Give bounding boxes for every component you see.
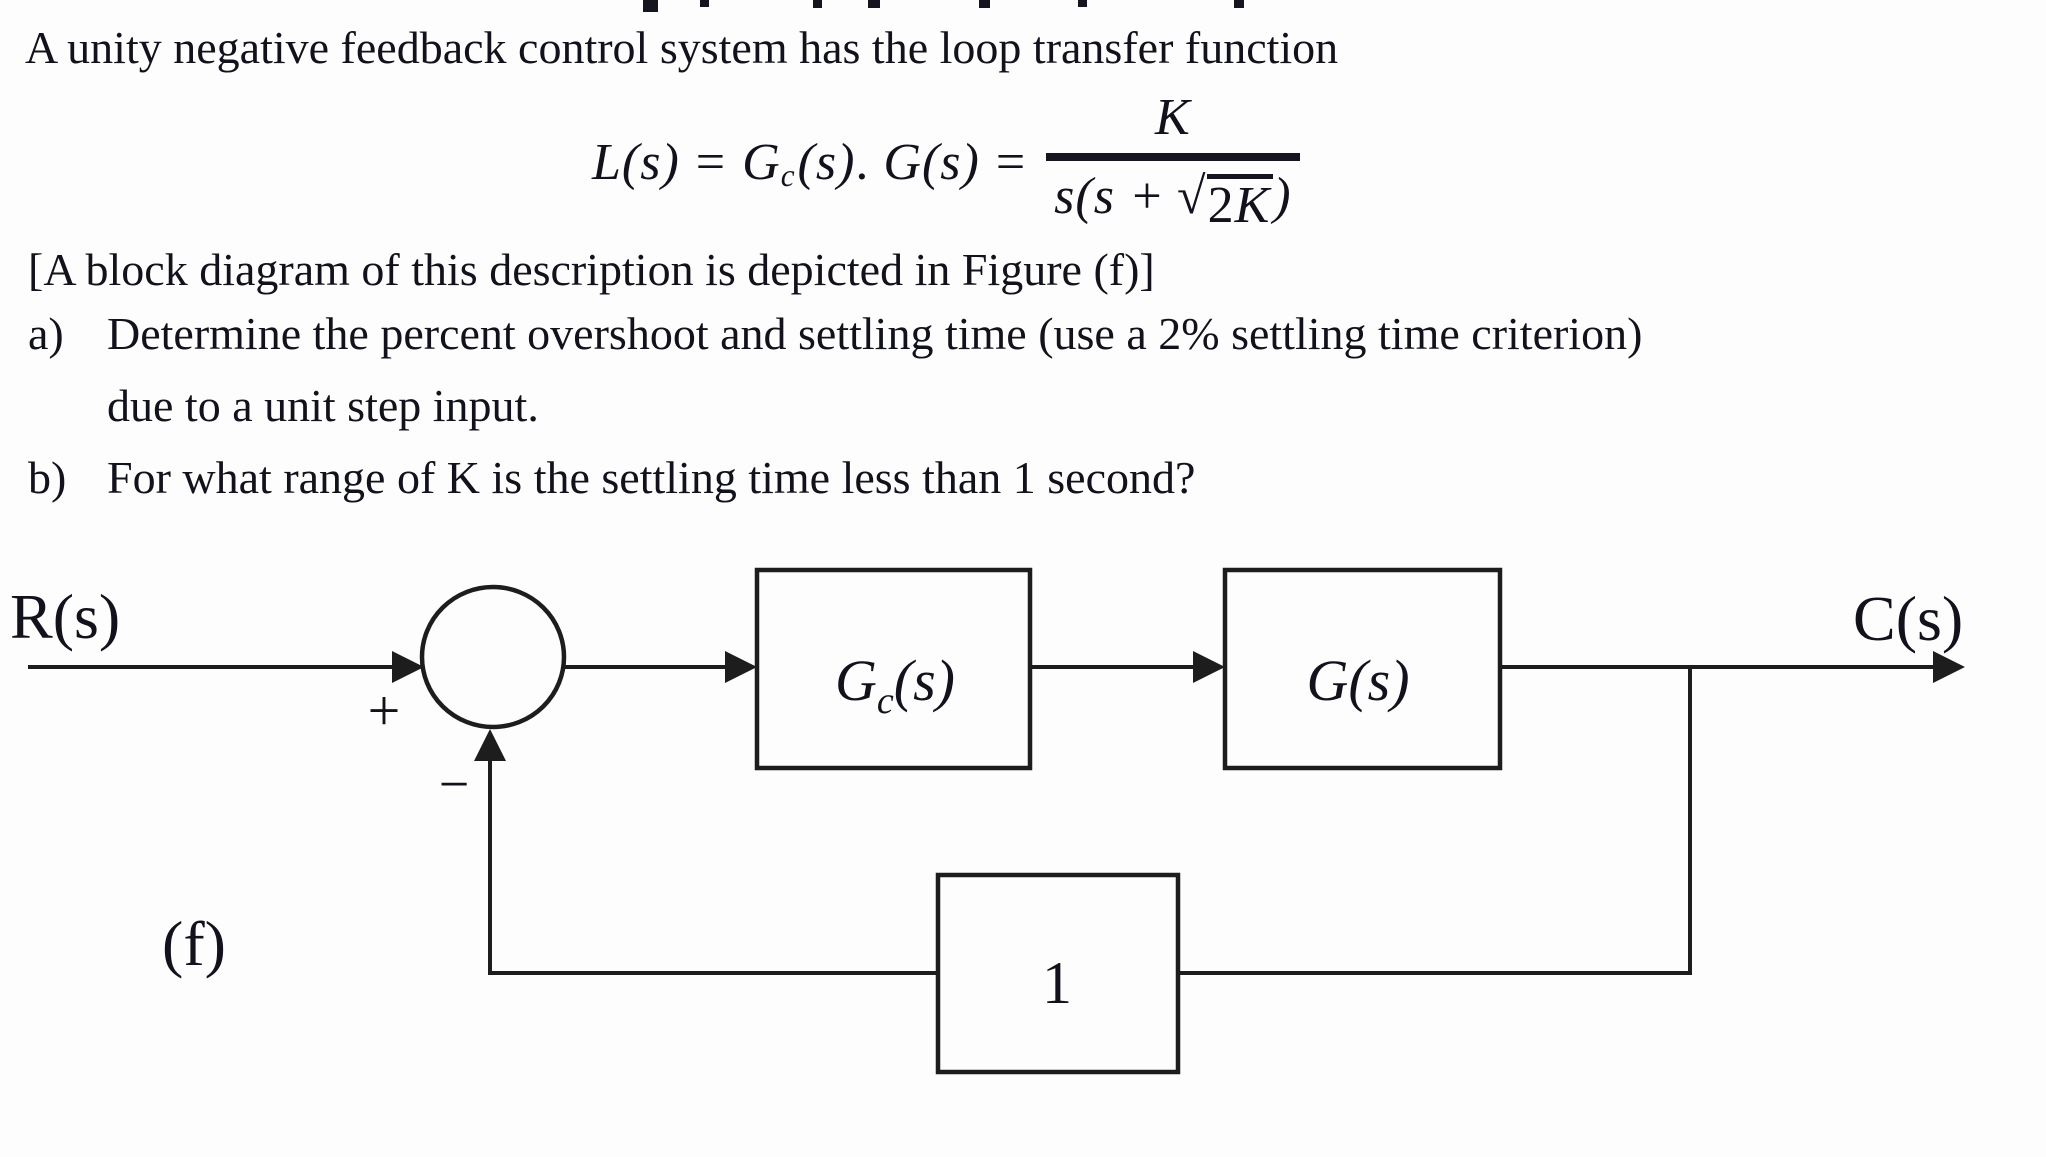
product-dot: . — [855, 133, 870, 191]
problem-intro-line: A unity negative feedback control system… — [25, 22, 1339, 73]
plus-sign-label: + — [368, 678, 401, 743]
controller-args: (s) — [797, 133, 856, 191]
square-root: √2K — [1177, 168, 1274, 234]
input-signal-label: R(s) — [10, 581, 120, 652]
plant-term: G(s) — [883, 133, 980, 191]
controller-input-arrowhead — [725, 651, 757, 683]
radicand: 2K — [1206, 174, 1274, 234]
equals-sign: = — [995, 133, 1027, 191]
transfer-function-fraction: K s(s +√2K) — [1046, 89, 1300, 234]
top-crop-artifact — [813, 0, 822, 8]
figure-note-line: [A block diagram of this description is … — [28, 244, 1155, 295]
plant-block — [1222, 567, 1503, 771]
controller-block — [754, 567, 1033, 771]
block-diagram: R(s) + − Gc(s) G(s) C(s) 1 (f) — [10, 567, 1965, 1075]
feedback-block-label: 1 — [1042, 950, 1072, 1016]
top-crop-artifact — [979, 0, 990, 8]
output-arrowhead — [1933, 651, 1965, 683]
controller-g: G — [742, 133, 781, 191]
minus-sign-label: − — [439, 754, 469, 814]
part-b-label: b) — [28, 452, 67, 503]
controller-block-label: Gc(s) — [835, 648, 955, 722]
radicand-coefficient: 2 — [1207, 177, 1235, 234]
plant-block-label: G(s) — [1306, 648, 1409, 713]
top-crop-artifact — [1078, 0, 1087, 7]
equals-sign: = — [695, 133, 727, 191]
equation-lhs: L(s) — [592, 133, 680, 191]
fraction-numerator: K — [1155, 89, 1191, 146]
output-signal-label: C(s) — [1853, 583, 1963, 654]
loop-transfer-equation: L(s) = Gc(s). G(s) = K s(s +√2K) — [592, 92, 1300, 232]
part-b-line1: For what range of K is the settling time… — [107, 452, 1196, 503]
feedback-arrowhead — [474, 729, 506, 761]
feedback-takeoff-line — [1178, 667, 1692, 975]
part-a-line2: due to a unit step input. — [107, 380, 539, 431]
input-arrowhead — [392, 651, 424, 683]
part-a-label: a) — [28, 308, 64, 359]
top-crop-artifact — [868, 0, 880, 8]
part-a-line1: Determine the percent overshoot and sett… — [107, 308, 1643, 359]
feedback-return-line — [488, 759, 938, 975]
radicand-variable: K — [1234, 177, 1271, 234]
summing-junction — [419, 584, 567, 730]
denominator-suffix: ) — [1273, 168, 1292, 225]
figure-label: (f) — [162, 908, 226, 979]
radical-icon: √ — [1177, 168, 1207, 225]
denominator-prefix: s(s + — [1054, 168, 1166, 225]
feedback-block — [935, 872, 1181, 1075]
controller-subscript: c — [780, 157, 796, 193]
top-crop-artifact — [643, 0, 658, 12]
top-crop-artifact — [700, 0, 709, 7]
plant-input-arrowhead — [1193, 651, 1225, 683]
controller-term: Gc(s). G(s) — [742, 133, 980, 193]
fraction-denominator: s(s +√2K) — [1046, 153, 1300, 234]
top-crop-artifact — [1234, 0, 1244, 8]
